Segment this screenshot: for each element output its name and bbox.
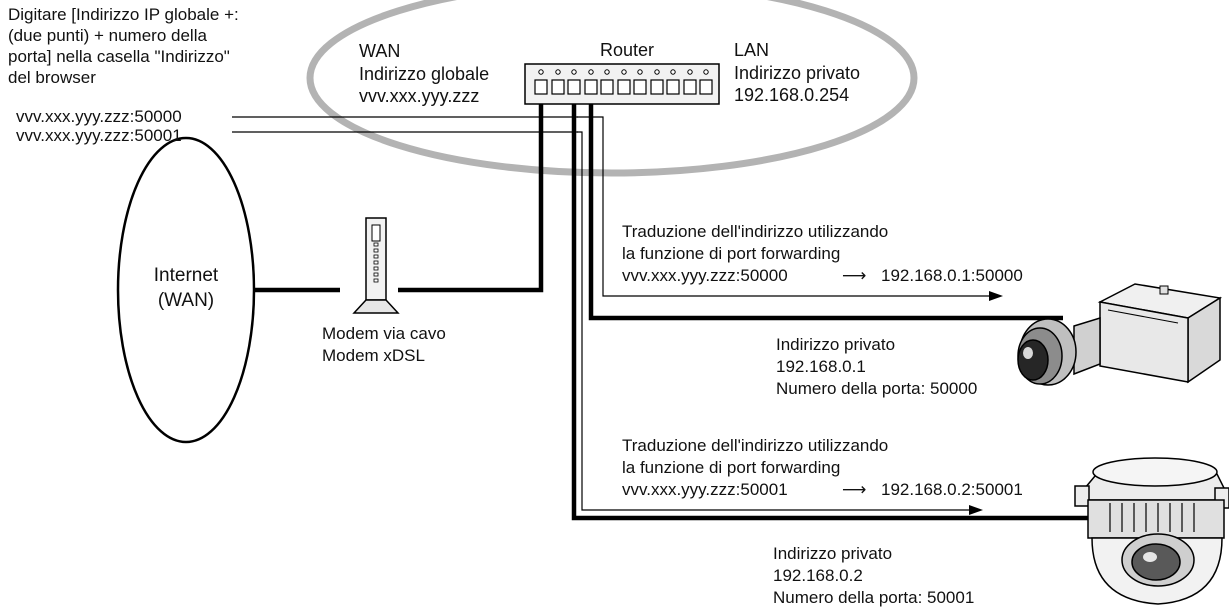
- forwarding2-path: [577, 131, 972, 511]
- instruction-line-1: Digitare [Indirizzo IP globale +:: [8, 5, 239, 24]
- forwarding2-arrowhead: [969, 505, 983, 515]
- url-50000: vvv.xxx.yyy.zzz:50000: [16, 107, 182, 126]
- lan-address-label: Indirizzo privato: [734, 63, 860, 83]
- camera1-address-label: Indirizzo privato: [776, 335, 895, 354]
- forwarding2-from: vvv.xxx.yyy.zzz:50001: [622, 480, 788, 499]
- forwarding2-line2: la funzione di port forwarding: [622, 458, 840, 477]
- camera2-port: Numero della porta: 50001: [773, 588, 974, 607]
- box-camera-icon: [1017, 283, 1223, 386]
- instruction-line-4: del browser: [8, 68, 96, 87]
- forwarding-paths: [577, 116, 992, 511]
- dome-camera-icon: [1074, 457, 1229, 605]
- internet-label: Internet: [154, 265, 219, 286]
- instruction-line-2: (due punti) + numero della: [8, 26, 207, 45]
- forwarding2-line1: Traduzione dell'indirizzo utilizzando: [622, 436, 888, 455]
- camera2-address: 192.168.0.2: [773, 566, 863, 585]
- forwarding1-path: [577, 116, 992, 297]
- camera2-address-label: Indirizzo privato: [773, 544, 892, 563]
- cables: [246, 90, 1090, 521]
- forwarding2-to: 192.168.0.2:50001: [881, 480, 1023, 499]
- router-label: Router: [600, 40, 654, 60]
- forwarding2-arrow: ⟶: [842, 480, 866, 499]
- lan-address: 192.168.0.254: [734, 85, 849, 105]
- url-50001: vvv.xxx.yyy.zzz:50001: [16, 126, 182, 145]
- modem-sublabel: Modem xDSL: [322, 346, 425, 365]
- wan-title: WAN: [359, 41, 400, 61]
- wan-address-label: Indirizzo globale: [359, 64, 489, 84]
- cable-modem-router: [398, 90, 544, 293]
- forwarding1-line2: la funzione di port forwarding: [622, 244, 840, 263]
- router-icon: [524, 63, 720, 105]
- modem-icon: [352, 217, 400, 314]
- forwarding1-arrow: ⟶: [842, 266, 866, 285]
- forwarding1-arrowhead: [989, 291, 1003, 301]
- camera1-port: Numero della porta: 50000: [776, 379, 977, 398]
- modem-label: Modem via cavo: [322, 324, 446, 343]
- cable-router-camera1: [588, 90, 1063, 321]
- forwarding1-from: vvv.xxx.yyy.zzz:50000: [622, 266, 788, 285]
- lan-title: LAN: [734, 40, 769, 60]
- internet-cloud: [116, 136, 256, 444]
- forwarding1-line1: Traduzione dell'indirizzo utilizzando: [622, 222, 888, 241]
- internet-sublabel: (WAN): [158, 290, 214, 311]
- instruction-line-3: porta] nella casella "Indirizzo": [8, 47, 230, 66]
- camera1-address: 192.168.0.1: [776, 357, 866, 376]
- forwarding1-to: 192.168.0.1:50000: [881, 266, 1023, 285]
- wan-lan-highlight-ring: [306, 0, 918, 177]
- cable-router-camera2: [571, 90, 1090, 521]
- wan-address: vvv.xxx.yyy.zzz: [359, 86, 479, 106]
